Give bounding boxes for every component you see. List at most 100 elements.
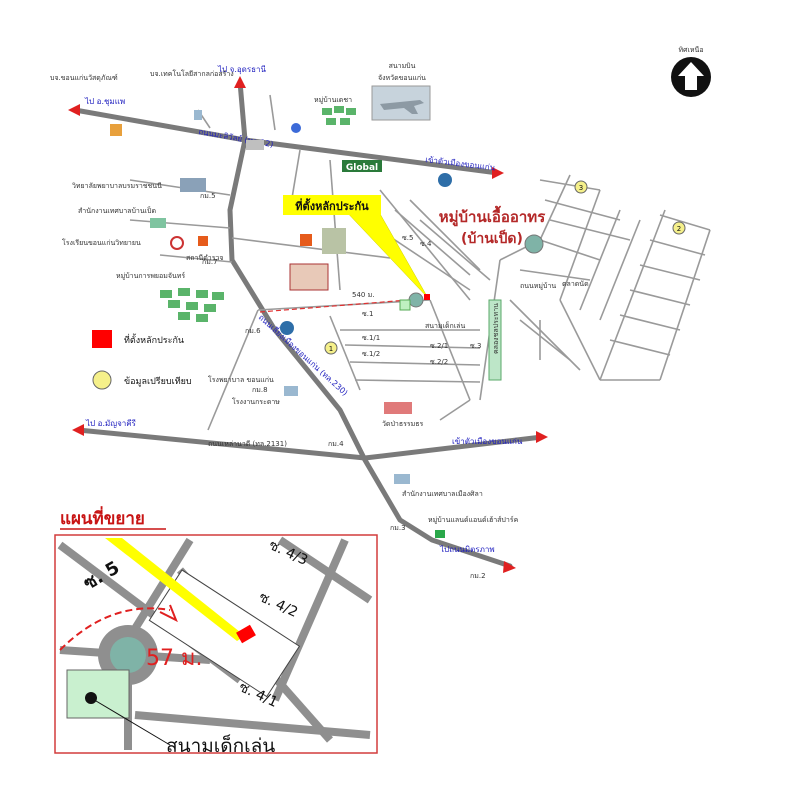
airport-name-1: สนามบิน: [389, 62, 416, 70]
distance-line: [259, 299, 409, 313]
global-logo: [342, 160, 382, 172]
label-to-chumphae: ไป อ.ชุมแพ: [84, 97, 125, 106]
highway-2131-west: [75, 427, 368, 461]
label-temple: วัดป่าธรรมธร: [382, 420, 424, 428]
label-police: สถานีตำรวจ: [186, 254, 224, 262]
label-school3: โรงงานกระดาษ: [232, 397, 280, 406]
village-houses-icon: [160, 288, 224, 322]
seven-eleven-icon: [198, 236, 208, 246]
seven-eleven-icon-2: [300, 234, 312, 246]
emblem-icon: [438, 173, 452, 187]
airplane-icon: [380, 100, 424, 114]
inset-park: สนามเด็กเล่น: [166, 733, 275, 757]
police-icon: [170, 236, 184, 250]
label-village-m: หมู่บ้านแลนด์แอนด์เฮ้าส์ปาร์ค: [428, 516, 519, 524]
site-marker: [424, 294, 430, 300]
highway-12-east: [242, 137, 501, 176]
building-icon-2: [322, 228, 346, 254]
km-marker: กม.3: [390, 524, 406, 532]
office-icon-2: [394, 474, 410, 484]
minor-road-layer: [129, 94, 711, 431]
legend-compare-label: ข้อมูลเปรียบเทียบ: [124, 376, 192, 387]
km-marker: กม.5: [200, 192, 216, 200]
km-marker: กม.4: [328, 440, 344, 448]
soi-label: ซ.2/2: [430, 358, 448, 366]
label-bypass: ถนนเลี่ยงเมืองขอนแก่น (ทล.230): [257, 311, 351, 397]
soi-label: ซ.4: [420, 240, 432, 248]
label-school: โรงเรียนขอนแก่นวิทยายน: [62, 238, 141, 247]
roundabout-main: [408, 292, 424, 308]
km-marker: กม.6: [245, 327, 261, 335]
compare-points: 1 2 3: [324, 180, 686, 355]
inset-map: [54, 534, 378, 754]
compare-point-label: 3: [579, 184, 583, 192]
village-title-1: หมู่บ้านเอื้ออาทร: [439, 205, 546, 227]
north-arrow-icon: [678, 62, 704, 90]
office-icon: [150, 218, 166, 228]
road-to-udon: [237, 79, 248, 143]
compare-point-label: 2: [677, 225, 681, 233]
label-market: ตลาดนัด: [562, 280, 589, 288]
soi-label: ซ.1/2: [362, 350, 380, 358]
canal: [488, 299, 502, 381]
legend-compare-swatch: [92, 370, 112, 390]
roundabout-village: [524, 234, 544, 254]
highway-2131-east: [362, 434, 545, 461]
park-small: [399, 299, 411, 311]
village-title-2: (บ้านเป็ด): [461, 229, 523, 247]
shop-icon: [110, 124, 122, 136]
building-icon-4: [194, 110, 202, 120]
label-to-mittraphap: ไปถนนมิตรภาพ: [439, 545, 495, 554]
legend-site-swatch: [92, 330, 112, 348]
label-village-saofa: หมู่บ้านเดชา: [314, 96, 352, 104]
global-label: Global: [346, 163, 378, 173]
callout-box: [283, 195, 381, 215]
label-college: วิทยาลัยพยาบาลบรมราชชนนี: [72, 182, 162, 190]
legend-site-label: ที่ตั้งหลักประกัน: [124, 333, 184, 346]
inset-title: แผนที่ขยาย: [60, 506, 145, 529]
distance-label: 540 ม.: [352, 291, 374, 299]
soi-label: ซ.1: [362, 310, 373, 318]
label-canal: คลองชลประทาน: [492, 303, 500, 354]
highway-12-west: [72, 107, 248, 143]
label-to-khonkaen-mid: เข้าตัวเมืองขอนแก่น: [452, 437, 523, 446]
label-highway-2131: ถนนเหล่านาดี (ทล.2131): [208, 440, 287, 448]
emblem-icon-2: [280, 321, 294, 335]
label-school2: โรงพยาบาล ขอนแก่น: [208, 375, 274, 384]
soi-label: ซ.1/1: [362, 334, 380, 342]
soi-label: ซ.5: [402, 234, 413, 242]
soi-label: ซ.2/1: [430, 342, 448, 350]
gas-icon: [291, 123, 301, 133]
km-marker: กม.8: [252, 386, 268, 394]
airport-name-2: จังหวัดขอนแก่น: [378, 74, 426, 82]
north-label: ทิศเหนือ: [678, 46, 703, 54]
label-village-main: ถนนหมู่บ้าน: [520, 282, 556, 290]
factory-icon: [246, 140, 264, 150]
building-icon-1: [180, 178, 206, 192]
highway-layer: [72, 79, 545, 569]
label-company2: บจ.เทคโนโลยีสากลก่อสร้าง: [150, 69, 234, 78]
label-to-mancha: ไป อ.มัญจาคีรี: [85, 419, 137, 428]
label-office2: สำนักงานเทศบาลเมืองศิลา: [402, 490, 483, 498]
label-company1: บจ.ขอนแก่นวัสดุภัณฑ์: [50, 74, 118, 82]
bus-stop-icon: [435, 530, 445, 538]
label-office1: สำนักงานเทศบาลบ้านเป็ด: [78, 206, 156, 215]
label-village-k: หมู่บ้านการพยอมจันทร์: [116, 272, 185, 280]
house-icon: [289, 263, 329, 291]
compare-point-label: 1: [329, 345, 333, 353]
compare-point: [574, 180, 588, 194]
callout-label: ที่ตั้งหลักประกัน: [295, 198, 369, 213]
km-marker: กม.2: [470, 572, 486, 580]
callout-beam: [339, 204, 429, 299]
building-icon-3: [284, 386, 298, 396]
soi-label: ซ.3: [470, 342, 481, 350]
label-park: สนามเด็กเล่น: [425, 321, 465, 330]
km-marker: กม.7: [202, 258, 218, 266]
compare-point: [672, 221, 686, 235]
temple-icon: [384, 402, 412, 414]
inset-distance: 57 ม.: [146, 646, 202, 671]
compare-point: [324, 341, 338, 355]
highway-230: [227, 137, 513, 569]
label-to-udon: ไป จ.อุดรธานี: [217, 65, 267, 74]
